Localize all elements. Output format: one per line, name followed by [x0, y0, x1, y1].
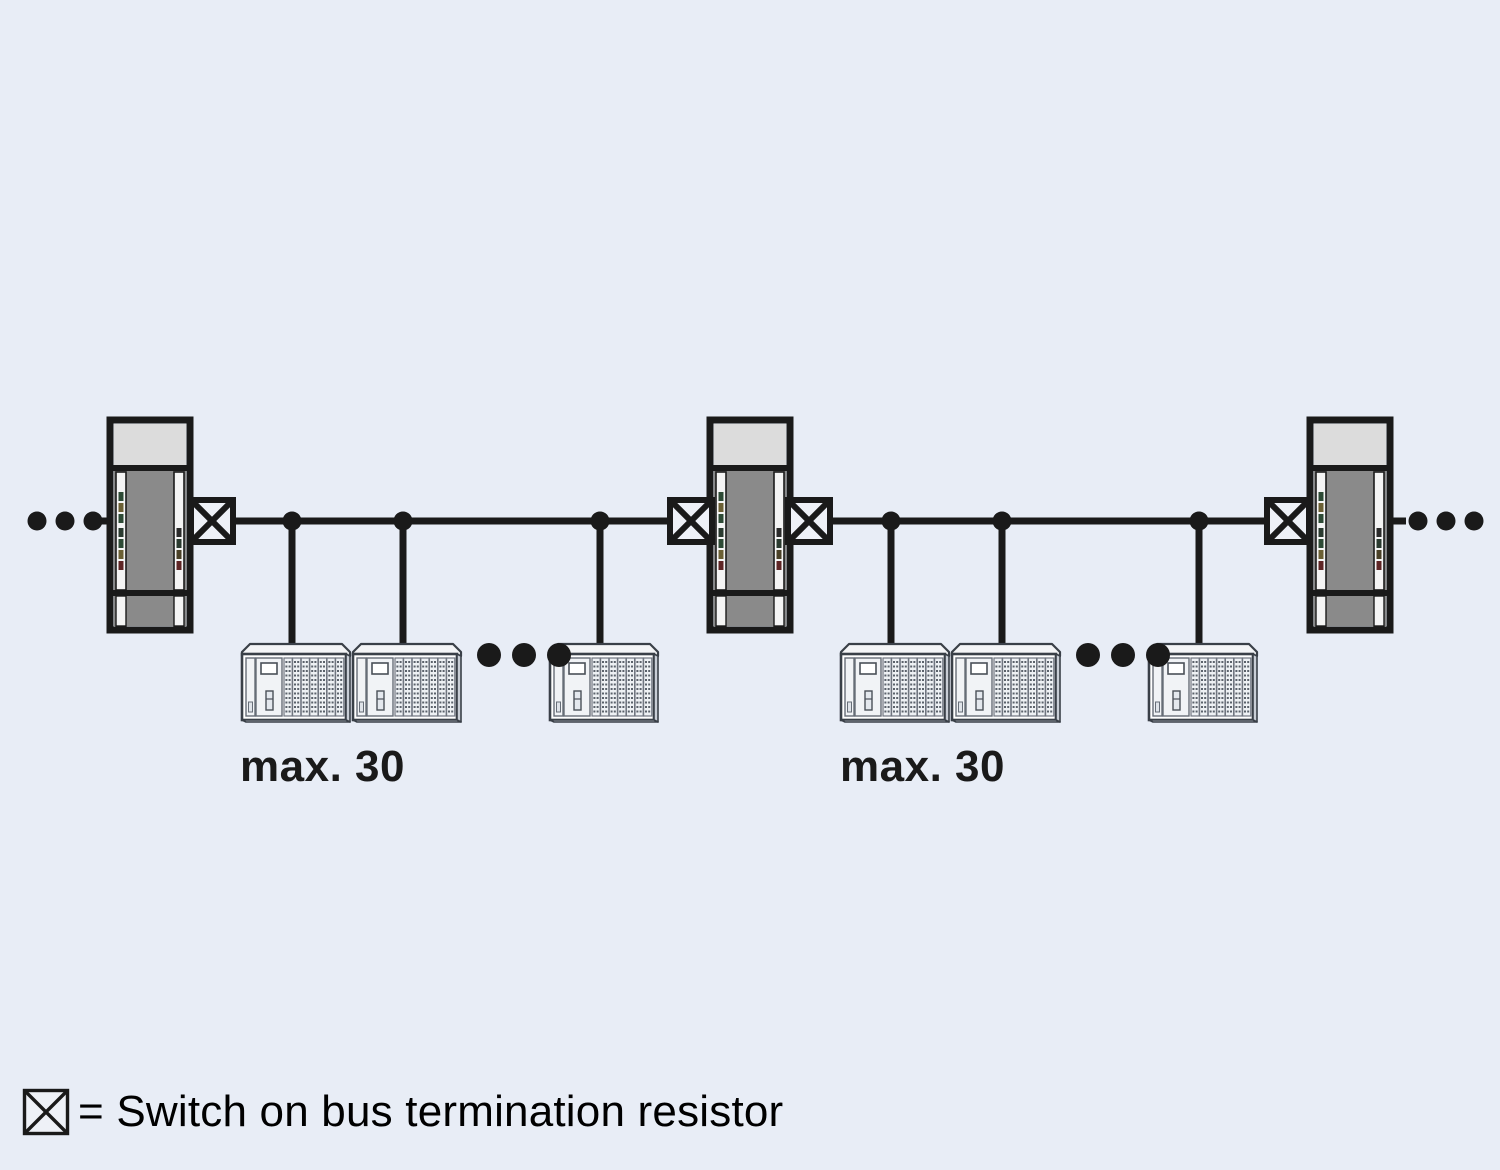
bus-junction-node [282, 511, 302, 531]
ellipsis-plc-left-group [477, 643, 571, 667]
plc-left-2[interactable] [353, 644, 461, 722]
legend-label: = Switch on bus termination resistor [78, 1087, 784, 1136]
crossed-square-icon [22, 1088, 70, 1136]
bus-termination-resistor-3[interactable] [788, 500, 830, 542]
bus-junction-node [393, 511, 413, 531]
control-cabinet-middle[interactable] [710, 420, 790, 630]
ellipsis-bus-left-end [27, 511, 103, 531]
legend: = Switch on bus termination resistor [22, 1088, 783, 1136]
bus-junction-node [590, 511, 610, 531]
control-cabinet-right[interactable] [1310, 420, 1390, 630]
ellipsis-bus-right-end [1408, 511, 1484, 531]
bus-termination-resistor-4[interactable] [1267, 500, 1309, 542]
bus-junction-node [881, 511, 901, 531]
bus-termination-resistor-2[interactable] [670, 500, 712, 542]
bus-segment-left-drops [282, 511, 610, 645]
control-cabinet-left[interactable] [110, 420, 190, 630]
bus-termination-resistor-1[interactable] [191, 500, 233, 542]
plc-left-1[interactable] [242, 644, 350, 722]
bus-segment-right-drops [881, 511, 1209, 645]
ellipsis-plc-right-group [1076, 643, 1170, 667]
bus-junction-node [1189, 511, 1209, 531]
segment-left-max-label: max. 30 [240, 742, 405, 791]
plc-right-1[interactable] [841, 644, 949, 722]
segment-right-max-label: max. 30 [840, 742, 1005, 791]
plc-right-2[interactable] [952, 644, 1060, 722]
bus-junction-node [992, 511, 1012, 531]
